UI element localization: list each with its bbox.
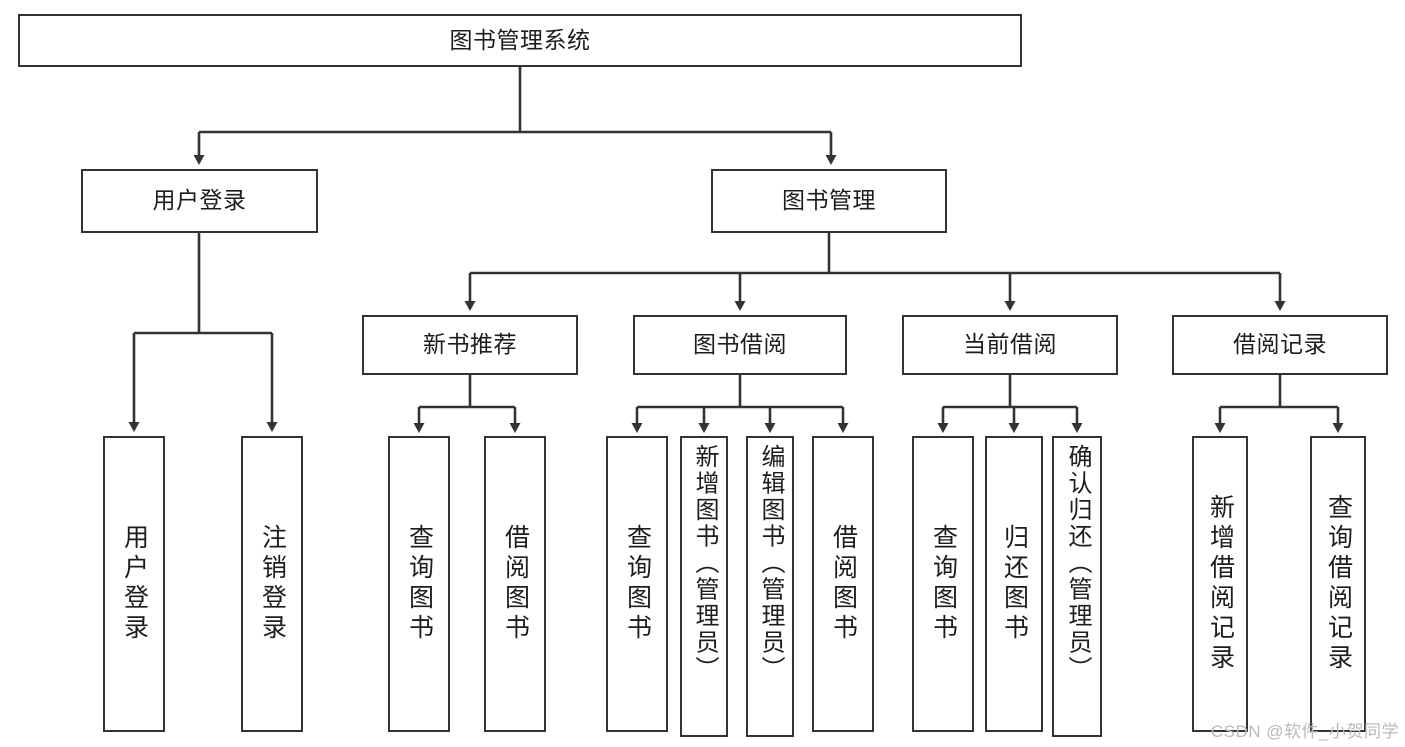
node-root[interactable]: 图书管理系统 xyxy=(18,14,1022,67)
leaf-add-borrow-record-label: 新增借阅记录 xyxy=(1206,494,1235,674)
node-current-borrow[interactable]: 当前借阅 xyxy=(902,315,1118,375)
leaf-return-book[interactable]: 归还图书 xyxy=(985,436,1043,732)
leaf-return-book-label: 归还图书 xyxy=(1000,524,1029,644)
leaf-confirm-return-admin[interactable]: 确认归还（管理员） xyxy=(1052,436,1102,737)
leaf-query-book-recommend[interactable]: 查询图书 xyxy=(388,436,450,732)
leaf-query-book-recommend-label: 查询图书 xyxy=(405,524,434,644)
leaf-borrow-book-recommend[interactable]: 借阅图书 xyxy=(484,436,546,732)
leaf-query-book-borrow[interactable]: 查询图书 xyxy=(606,436,668,732)
leaf-add-book-admin-label: 新增图书（管理员） xyxy=(691,444,718,683)
leaf-borrow-book-label: 借阅图书 xyxy=(829,524,858,644)
leaf-add-book-admin[interactable]: 新增图书（管理员） xyxy=(680,436,728,737)
node-book-borrow[interactable]: 图书借阅 xyxy=(633,315,847,375)
leaf-logout-label: 注销登录 xyxy=(258,524,287,644)
node-book-management-label: 图书管理 xyxy=(782,187,876,214)
leaf-query-book-borrow-label: 查询图书 xyxy=(623,524,652,644)
node-user-login-label: 用户登录 xyxy=(152,187,247,214)
leaf-logout[interactable]: 注销登录 xyxy=(241,436,303,732)
leaf-user-login[interactable]: 用户登录 xyxy=(103,436,165,732)
leaf-query-book-current-label: 查询图书 xyxy=(929,524,958,644)
leaf-borrow-book[interactable]: 借阅图书 xyxy=(812,436,874,732)
node-user-login[interactable]: 用户登录 xyxy=(81,169,318,233)
node-book-management[interactable]: 图书管理 xyxy=(711,169,947,233)
leaf-query-borrow-record[interactable]: 查询借阅记录 xyxy=(1310,436,1366,732)
node-new-book-recommend-label: 新书推荐 xyxy=(423,331,517,358)
leaf-edit-book-admin-label: 编辑图书（管理员） xyxy=(757,444,784,683)
leaf-confirm-return-admin-label: 确认归还（管理员） xyxy=(1064,444,1091,683)
node-book-borrow-label: 图书借阅 xyxy=(693,331,787,358)
node-borrow-records-label: 借阅记录 xyxy=(1233,331,1327,358)
watermark: CSDN @软件_小贺同学 xyxy=(1210,722,1399,741)
leaf-user-login-label: 用户登录 xyxy=(120,524,149,644)
leaf-edit-book-admin[interactable]: 编辑图书（管理员） xyxy=(746,436,794,737)
leaf-borrow-book-recommend-label: 借阅图书 xyxy=(501,524,530,644)
node-borrow-records[interactable]: 借阅记录 xyxy=(1172,315,1388,375)
leaf-query-book-current[interactable]: 查询图书 xyxy=(912,436,974,732)
leaf-add-borrow-record[interactable]: 新增借阅记录 xyxy=(1192,436,1248,732)
leaf-query-borrow-record-label: 查询借阅记录 xyxy=(1324,494,1353,674)
node-current-borrow-label: 当前借阅 xyxy=(963,331,1057,358)
node-root-label: 图书管理系统 xyxy=(449,26,591,53)
node-new-book-recommend[interactable]: 新书推荐 xyxy=(362,315,578,375)
